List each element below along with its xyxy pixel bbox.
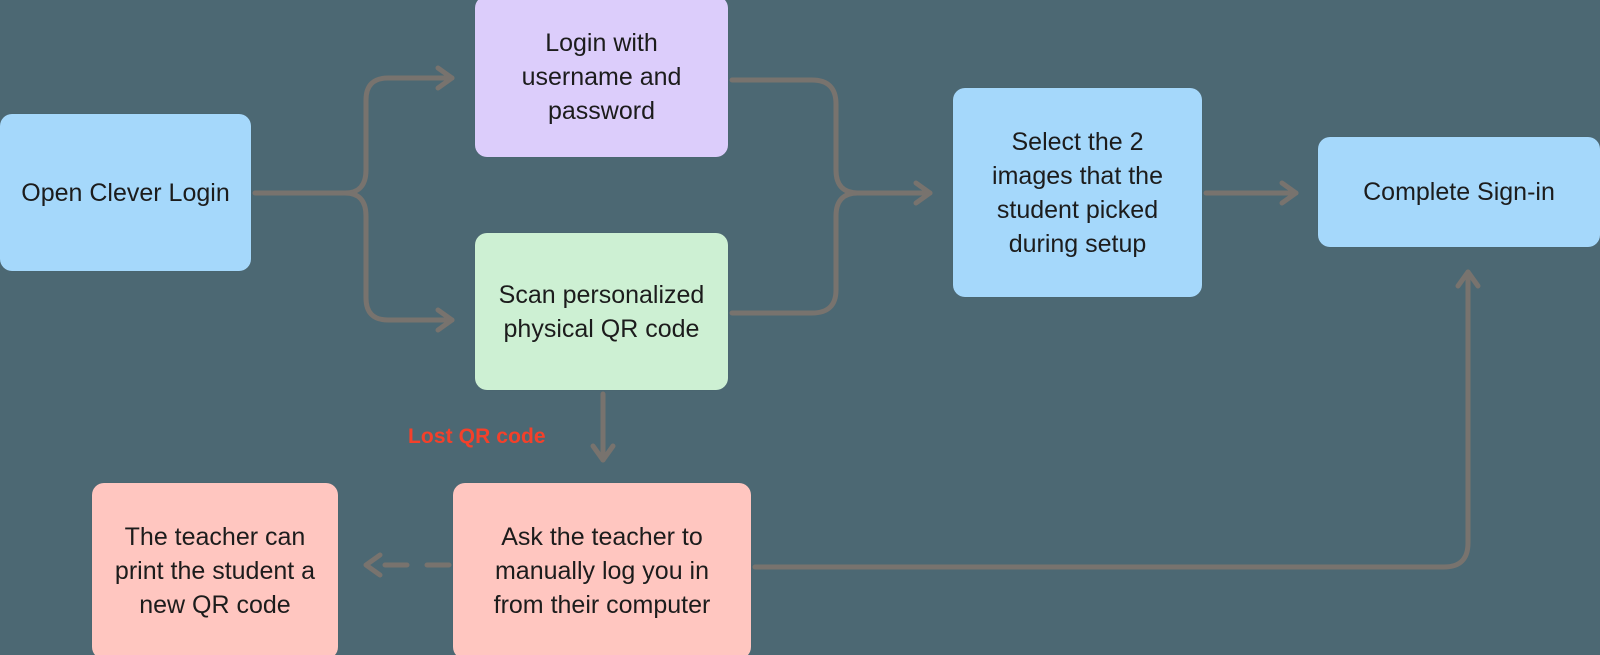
node-label: Select the 2 images that the student pic… <box>992 127 1163 258</box>
node-complete-sign-in[interactable]: Complete Sign-in <box>1318 137 1600 247</box>
edge-label-lost-qr-code: Lost QR code <box>408 425 546 448</box>
node-label: Complete Sign-in <box>1363 178 1555 206</box>
edge-open-login-to-scan-qr <box>342 190 455 333</box>
node-ask-the-teacher[interactable]: Ask the teacher to manually log you in f… <box>453 483 751 655</box>
edge-open-login-to-login-password <box>342 65 455 196</box>
node-label: Ask the teacher to manually log you in f… <box>493 523 711 619</box>
node-print-new-qr-code[interactable]: The teacher can print the student a new … <box>92 483 338 655</box>
node-scan-personalized-physical-qr-code[interactable]: Scan personalized physical QR code <box>475 233 728 390</box>
edge-ask-teacher-to-complete-signin <box>752 269 1481 570</box>
edge-login-password-to-merge <box>729 77 861 196</box>
edge-scan-qr-to-merge <box>729 190 861 316</box>
node-label: Open Clever Login <box>21 178 230 207</box>
node-open-clever-login[interactable]: Open Clever Login <box>0 114 251 271</box>
node-label: Scan personalized physical QR code <box>498 280 705 343</box>
node-login-with-username-and-password[interactable]: Login with username and password <box>475 0 728 157</box>
node-label: The teacher can print the student a new … <box>114 523 316 619</box>
node-label: Login with username and password <box>521 28 682 125</box>
node-select-the-2-images[interactable]: Select the 2 images that the student pic… <box>953 88 1202 297</box>
